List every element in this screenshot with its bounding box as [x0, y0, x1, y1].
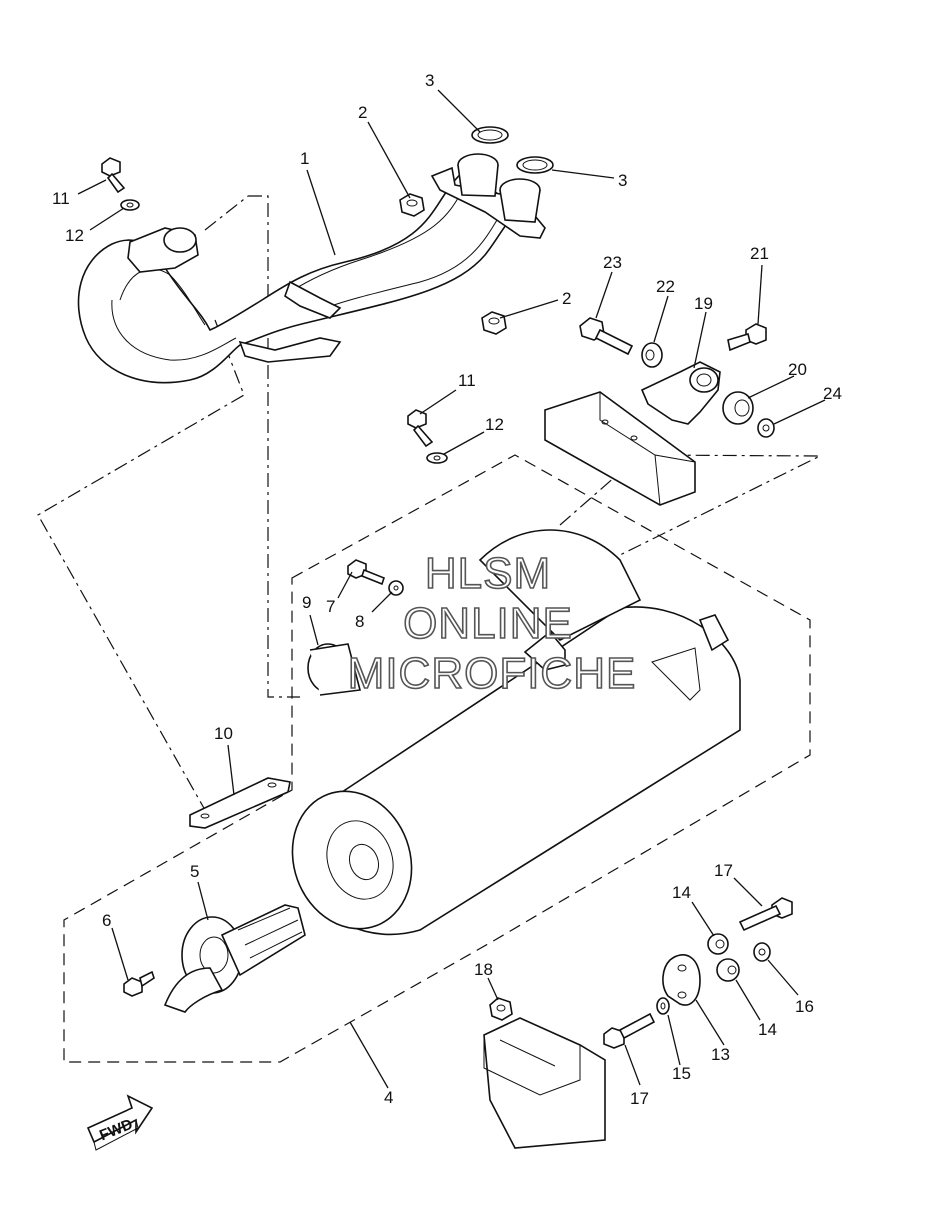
callout-11: 11 — [52, 189, 70, 208]
relation-line-clamp — [248, 195, 300, 698]
callout-6: 6 — [102, 911, 111, 930]
collar-14a — [707, 933, 729, 955]
callout-23: 23 — [603, 253, 622, 272]
watermark: HLSM ONLINE MICROFICHE — [347, 548, 637, 699]
callout-21: 21 — [750, 244, 769, 263]
callout-17: 17 — [714, 861, 733, 880]
collar-14b — [716, 958, 740, 982]
gasket-3b — [516, 156, 554, 174]
bolt-11b — [407, 409, 434, 448]
muffler-assembly-outline — [63, 454, 811, 1063]
bolt-6 — [123, 970, 155, 997]
relation-line-header-gasket — [37, 195, 249, 811]
callout-2: 2 — [358, 103, 367, 122]
gasket-3a — [471, 126, 509, 144]
washer-12a — [120, 199, 140, 211]
forward-arrow-icon: FWD — [86, 1094, 154, 1151]
callout-12: 12 — [65, 226, 84, 245]
watermark-line-1: HLSM — [425, 549, 551, 598]
callout-2: 2 — [562, 289, 571, 308]
lower-frame-bracket — [483, 1017, 606, 1149]
washer-15 — [656, 997, 670, 1015]
callout-3: 3 — [618, 171, 627, 190]
collar-22 — [641, 342, 663, 368]
bolt-17b — [603, 1012, 656, 1049]
gasket-sleeve-9 — [307, 643, 362, 696]
bolt-7 — [347, 559, 385, 586]
relation-line-bracket — [559, 454, 821, 561]
frame-bracket — [544, 391, 696, 506]
callout-11: 11 — [458, 371, 476, 390]
watermark-line-3: MICROFICHE — [348, 649, 637, 698]
callout-3: 3 — [425, 71, 434, 90]
callout-24: 24 — [823, 384, 842, 403]
callout-14: 14 — [672, 883, 691, 902]
leader-lines — [77, 89, 826, 1089]
muffler-body — [291, 529, 741, 936]
callout-12: 12 — [485, 415, 504, 434]
callout-8: 8 — [355, 612, 364, 631]
spark-arrester-5 — [163, 904, 306, 1013]
fwd-label: FWD — [97, 1116, 135, 1145]
callout-10: 10 — [214, 724, 233, 743]
collar-24 — [757, 418, 775, 438]
washer-12b — [426, 452, 448, 464]
bracket-19 — [640, 361, 721, 425]
callout-15: 15 — [672, 1064, 691, 1083]
damper-20 — [722, 391, 754, 425]
nut-2a — [399, 193, 425, 217]
washer-8 — [388, 580, 404, 596]
callout-14: 14 — [758, 1020, 777, 1039]
plate-10 — [189, 777, 291, 829]
watermark-line-2: ONLINE — [403, 599, 573, 648]
exhaust-header-pipe — [77, 153, 546, 384]
callout-7: 7 — [326, 597, 335, 616]
callout-18: 18 — [474, 960, 493, 979]
nut-2b — [481, 311, 507, 335]
damper-13 — [662, 954, 701, 1006]
callout-17: 17 — [630, 1089, 649, 1108]
callout-19: 19 — [694, 294, 713, 313]
bolt-17a — [738, 897, 793, 932]
washer-16 — [753, 942, 771, 962]
callout-13: 13 — [711, 1045, 730, 1064]
callout-16: 16 — [795, 997, 814, 1016]
callout-20: 20 — [788, 360, 807, 379]
nut-18 — [489, 997, 513, 1021]
callout-4: 4 — [384, 1088, 393, 1107]
bolt-23 — [579, 317, 634, 356]
callout-labels: 1 2 2 3 3 4 5 6 7 8 9 10 11 11 12 12 13 … — [52, 71, 842, 1108]
callout-5: 5 — [190, 862, 199, 881]
callout-1: 1 — [300, 149, 309, 168]
callout-22: 22 — [656, 277, 675, 296]
bolt-21 — [727, 323, 767, 352]
bolt-11a — [101, 157, 126, 194]
callout-9: 9 — [302, 593, 311, 612]
